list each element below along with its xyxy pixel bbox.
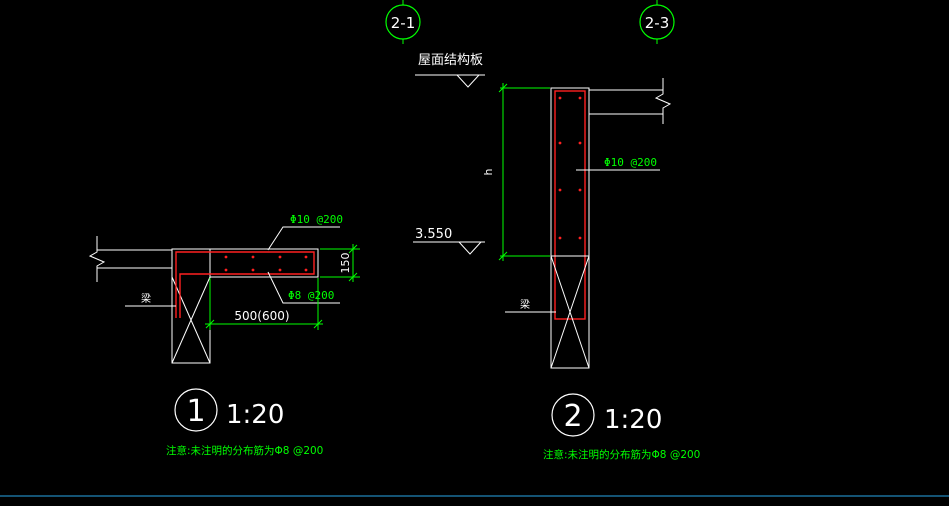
detail-mark-1 — [174, 388, 218, 432]
detail-scale-1: 1:20 — [226, 400, 284, 430]
beam-label-1: 梁 — [141, 292, 151, 305]
dim-length-label: 500(600) — [234, 309, 289, 323]
detail-number-2: 2 — [563, 399, 582, 434]
rebar-2-label: Φ10 @200 — [604, 156, 657, 169]
rebar-dots-1 — [224, 255, 308, 272]
axis-bubble-2-3: 2-3 — [639, 0, 675, 44]
dim-thickness-label: 150 — [339, 253, 352, 274]
detail-scale-2: 1:20 — [604, 405, 662, 435]
dim-thickness — [320, 244, 360, 282]
detail-note-2: 注意:未注明的分布筋为Φ8 @200 — [543, 448, 700, 461]
rebar-2-cage — [554, 90, 586, 320]
leader-rebar-top — [267, 226, 340, 251]
detail-2: 屋面结构板 3.550 h — [413, 53, 700, 461]
detail-mark-2 — [551, 393, 595, 437]
detail-number-1: 1 — [186, 394, 205, 429]
break-symbol-left — [88, 236, 172, 282]
beam-label-2: 梁 — [520, 298, 530, 311]
cantilever-slab — [209, 248, 319, 278]
beam-1-section — [171, 248, 211, 364]
break-symbol-right — [589, 78, 672, 124]
axis-label-2-1: 2-1 — [391, 14, 416, 32]
detail-note-1: 注意:未注明的分布筋为Φ8 @200 — [166, 444, 323, 457]
dim-length — [205, 278, 323, 330]
rebar-bottom-label: Φ8 @200 — [288, 289, 334, 302]
rebar-top-label: Φ10 @200 — [290, 213, 343, 226]
roof-label: 屋面结构板 — [418, 53, 483, 68]
parapet-wall — [550, 87, 590, 257]
rebar-dots-2 — [558, 96, 582, 240]
rebar-1-main — [175, 251, 315, 318]
axis-bubble-2-1: 2-1 — [385, 0, 421, 44]
detail-1: Φ10 @200 Φ8 @200 150 500(600) 梁 1 1:20 注… — [88, 213, 360, 457]
elevation-symbol — [413, 241, 485, 255]
height-label: h — [482, 168, 495, 175]
roof-level-symbol — [415, 74, 485, 88]
leader-rebar-bottom — [267, 271, 340, 304]
axis-label-2-3: 2-3 — [645, 14, 670, 32]
elevation-label: 3.550 — [415, 227, 452, 242]
dim-height — [498, 83, 550, 261]
